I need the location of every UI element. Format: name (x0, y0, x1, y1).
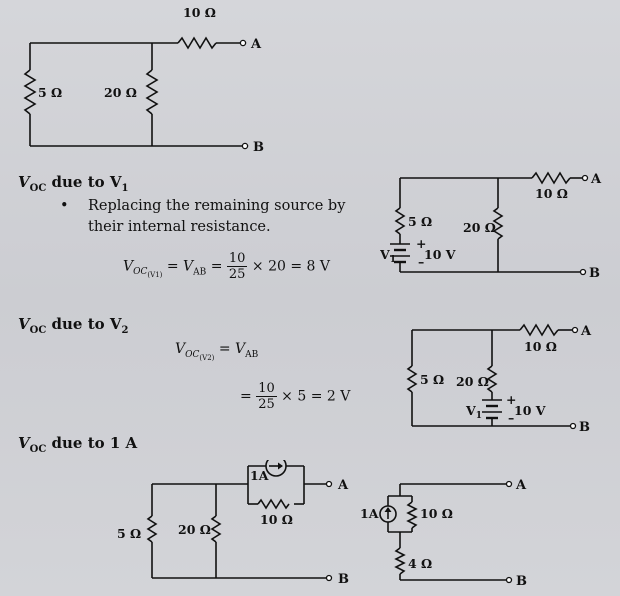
equation-v2-line1: VOC(V2) = VAB (175, 341, 259, 362)
r-series-label: 10 Ω (183, 5, 216, 20)
v2-r-series: 10 Ω (524, 339, 557, 354)
circuit-1a-left: 1A 10 Ω A 20 Ω B (146, 460, 349, 587)
right-src-label: 1A (360, 506, 379, 521)
r-left-label: 5 Ω (38, 85, 62, 100)
v1-r-mid: 20 Ω (463, 220, 496, 235)
v2-node-a: A (580, 324, 592, 339)
v2-src-label: V1 (465, 403, 482, 421)
v1-r-series: 10 Ω (535, 186, 568, 201)
right-node-b: B (516, 574, 527, 589)
heading-voc-v2: VOC due to V2 (18, 315, 129, 336)
left-r-mid: 20 Ω (178, 522, 211, 537)
v2-r-mid: 20 Ω (456, 374, 489, 389)
left-r-series: 10 Ω (260, 512, 293, 527)
v2-minus: – (508, 410, 514, 425)
v1-src-val: 10 V (424, 247, 456, 262)
left-r-left-label: 5 Ω (117, 526, 142, 541)
v1-r-left: 5 Ω (408, 214, 432, 229)
v1-minus: – (418, 254, 424, 269)
v1-node-a: A (590, 172, 602, 187)
bullet-line-1: Replacing the remaining source by (88, 198, 346, 214)
v2-r-left: 5 Ω (420, 372, 444, 387)
v1-plus: + (416, 236, 426, 251)
right-node-a: A (515, 478, 527, 493)
circuit-v1: A 10 Ω 5 Ω + – V1 10 V 20 Ω B (380, 171, 602, 281)
current-source-1a-icon (265, 460, 287, 477)
bullet: • (60, 198, 69, 214)
right-r-par: 10 Ω (420, 506, 453, 521)
v1-src-label: V1 (380, 247, 396, 265)
r-mid-label: 20 Ω (104, 85, 137, 100)
heading-voc-1a: VOC due to 1 A (18, 434, 138, 455)
circuit-1a-right: A 1A 10 Ω 4 Ω B (360, 478, 527, 589)
left-src-label: 1A (250, 468, 269, 483)
v2-plus: + (506, 392, 516, 407)
v2-node-b: B (579, 420, 590, 434)
right-r-low: 4 Ω (408, 556, 432, 571)
circuit-v2: A 10 Ω 5 Ω 20 Ω + – V1 10 V B (406, 323, 592, 434)
bullet-line-2: their internal resistance. (88, 219, 271, 235)
v2-src-val: 10 V (514, 403, 546, 418)
heading-voc-v1: VOC due to V1 (18, 173, 129, 194)
left-node-b: B (338, 572, 349, 587)
node-a-label: A (250, 37, 262, 52)
circuit-top: 10 Ω A 5 Ω 20 Ω B (23, 5, 264, 155)
v1-node-b: B (589, 266, 600, 281)
left-node-a: A (337, 478, 349, 493)
node-b-label: B (253, 140, 264, 155)
